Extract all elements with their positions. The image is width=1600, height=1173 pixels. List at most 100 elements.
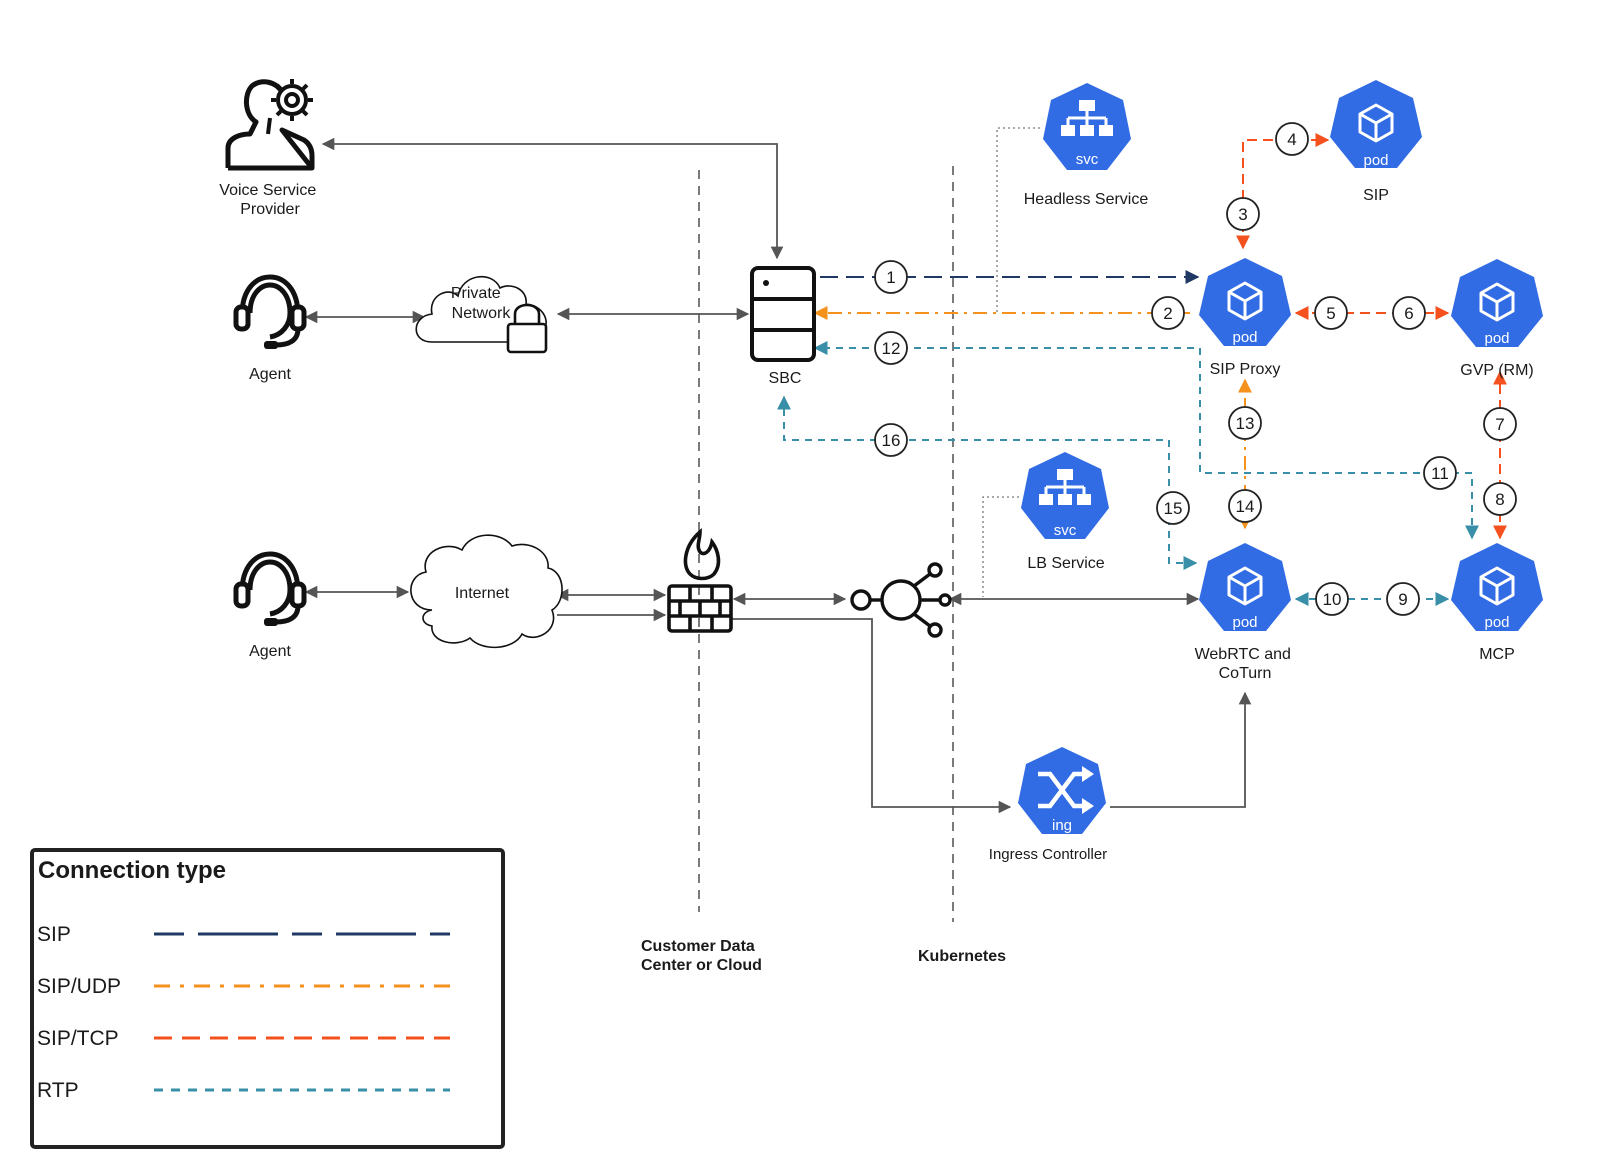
voice-provider-line: Provider xyxy=(240,201,300,218)
headless-badge: svc xyxy=(1076,151,1099,168)
internet-cloud-icon xyxy=(410,534,563,649)
step-badge-1: 1 xyxy=(874,260,908,294)
rtp-flow-16-15 xyxy=(777,395,1198,570)
step-number: 11 xyxy=(1431,464,1449,483)
private-network-icon xyxy=(415,275,548,354)
sip-pod-label: SIP xyxy=(1363,187,1389,204)
step-circle xyxy=(1228,489,1262,523)
legend-label: SIP/TCP xyxy=(37,1027,119,1050)
step-circle xyxy=(1315,582,1349,616)
headless-service-link xyxy=(996,127,1040,314)
sip-tcp-flow-3-4 xyxy=(1236,133,1330,250)
step-number: 1 xyxy=(886,268,895,287)
step-badge-14: 14 xyxy=(1228,489,1262,523)
step-badge-10: 10 xyxy=(1315,582,1349,616)
step-badge-16: 16 xyxy=(874,423,908,457)
headless-service-label: Headless Service xyxy=(1024,191,1149,208)
webrtc-line: WebRTC and xyxy=(1195,646,1291,663)
sip-pod-icon: pod xyxy=(1330,80,1422,169)
lb-service-label: LB Service xyxy=(1027,555,1104,572)
webrtc-line: CoTurn xyxy=(1219,665,1272,682)
legend-label: SIP/UDP xyxy=(37,975,121,998)
gray-connectors xyxy=(304,137,1252,814)
voice-provider-line: Voice Service xyxy=(219,182,316,199)
step-badge-8: 8 xyxy=(1483,482,1517,516)
sip-pod-badge: pod xyxy=(1363,152,1388,169)
step-badge-9: 9 xyxy=(1386,582,1420,616)
firewall-ingress-connector xyxy=(730,618,1012,814)
step-circle xyxy=(1483,482,1517,516)
step-circle xyxy=(1392,296,1426,330)
provider-sbc-connector xyxy=(321,137,784,260)
step-number: 6 xyxy=(1404,304,1413,323)
step-circle xyxy=(1314,296,1348,330)
customer-boundary-label: Customer Data Center or Cloud xyxy=(641,938,762,974)
legend-title: Connection type xyxy=(38,857,226,884)
legend-box xyxy=(30,848,505,1149)
step-number: 13 xyxy=(1236,414,1255,433)
step-circle xyxy=(874,331,908,365)
mcp-badge: pod xyxy=(1484,614,1509,631)
step-number: 4 xyxy=(1287,130,1296,149)
step-circle xyxy=(1151,296,1185,330)
private-network-label: Private Network xyxy=(451,285,511,322)
legend-rows: SIP SIP/UDP SIP/TCP RTP xyxy=(37,923,450,1102)
step-number: 16 xyxy=(882,431,901,450)
step-number: 9 xyxy=(1398,590,1407,609)
gateway-hub-icon xyxy=(850,562,952,638)
webrtc-label: WebRTC and CoTurn xyxy=(1195,646,1296,682)
legend-label: SIP xyxy=(37,923,71,946)
step-circle xyxy=(874,260,908,294)
step-number: 3 xyxy=(1238,205,1247,224)
webrtc-badge: pod xyxy=(1232,614,1257,631)
step-circle xyxy=(1483,407,1517,441)
step-number: 14 xyxy=(1236,497,1255,516)
sip-proxy-badge: pod xyxy=(1232,329,1257,346)
step-circle xyxy=(1226,197,1260,231)
private-network-line: Network xyxy=(452,305,512,322)
sbc-label: SBC xyxy=(769,370,802,387)
sbc-icon xyxy=(750,266,816,362)
step-badge-7: 7 xyxy=(1483,407,1517,441)
step-number: 2 xyxy=(1163,304,1172,323)
lb-service-link xyxy=(982,496,1019,597)
customer-boundary-line: Center or Cloud xyxy=(641,957,762,974)
step-badge-12: 12 xyxy=(874,331,908,365)
step-badge-3: 3 xyxy=(1226,197,1260,231)
private-network-line: Private xyxy=(451,285,501,302)
webrtc-pod-icon: pod xyxy=(1199,543,1291,631)
step-number: 7 xyxy=(1495,415,1504,434)
ingress-webrtc-connector xyxy=(1110,691,1252,808)
firewall-icon xyxy=(667,528,733,633)
mcp-label: MCP xyxy=(1479,646,1515,663)
legend-label: RTP xyxy=(37,1079,79,1102)
step-circle xyxy=(1156,491,1190,525)
step-circle xyxy=(1275,122,1309,156)
step-badge-2: 2 xyxy=(1151,296,1185,330)
legend: Connection type SIP SIP/UDP SIP/TCP RTP xyxy=(30,848,505,1149)
agent-private-label: Agent xyxy=(249,366,291,383)
step-circle xyxy=(1386,582,1420,616)
gvp-pod-icon: pod xyxy=(1451,259,1543,347)
step-circle xyxy=(1228,406,1262,440)
step-badge-4: 4 xyxy=(1275,122,1309,156)
kubernetes-boundary-label: Kubernetes xyxy=(918,948,1006,965)
step-badge-5: 5 xyxy=(1314,296,1348,330)
headset-icon xyxy=(236,277,304,349)
lb-badge: svc xyxy=(1054,522,1077,539)
step-circle xyxy=(1423,456,1457,490)
step-number: 10 xyxy=(1323,590,1342,609)
sip-proxy-label: SIP Proxy xyxy=(1210,361,1281,378)
voice-provider-icon xyxy=(225,79,315,171)
step-badge-11: 11 xyxy=(1423,456,1457,490)
ingress-label: Ingress Controller xyxy=(989,846,1107,863)
step-number: 15 xyxy=(1164,499,1183,518)
lb-service-icon: svc xyxy=(1021,452,1109,539)
step-badge-6: 6 xyxy=(1392,296,1426,330)
voice-provider-label: Voice Service Provider xyxy=(219,182,320,218)
ingress-controller-icon: ing xyxy=(1018,747,1106,834)
mcp-pod-icon: pod xyxy=(1451,543,1543,631)
step-badge-15: 15 xyxy=(1156,491,1190,525)
headless-service-icon: svc xyxy=(1043,83,1131,170)
